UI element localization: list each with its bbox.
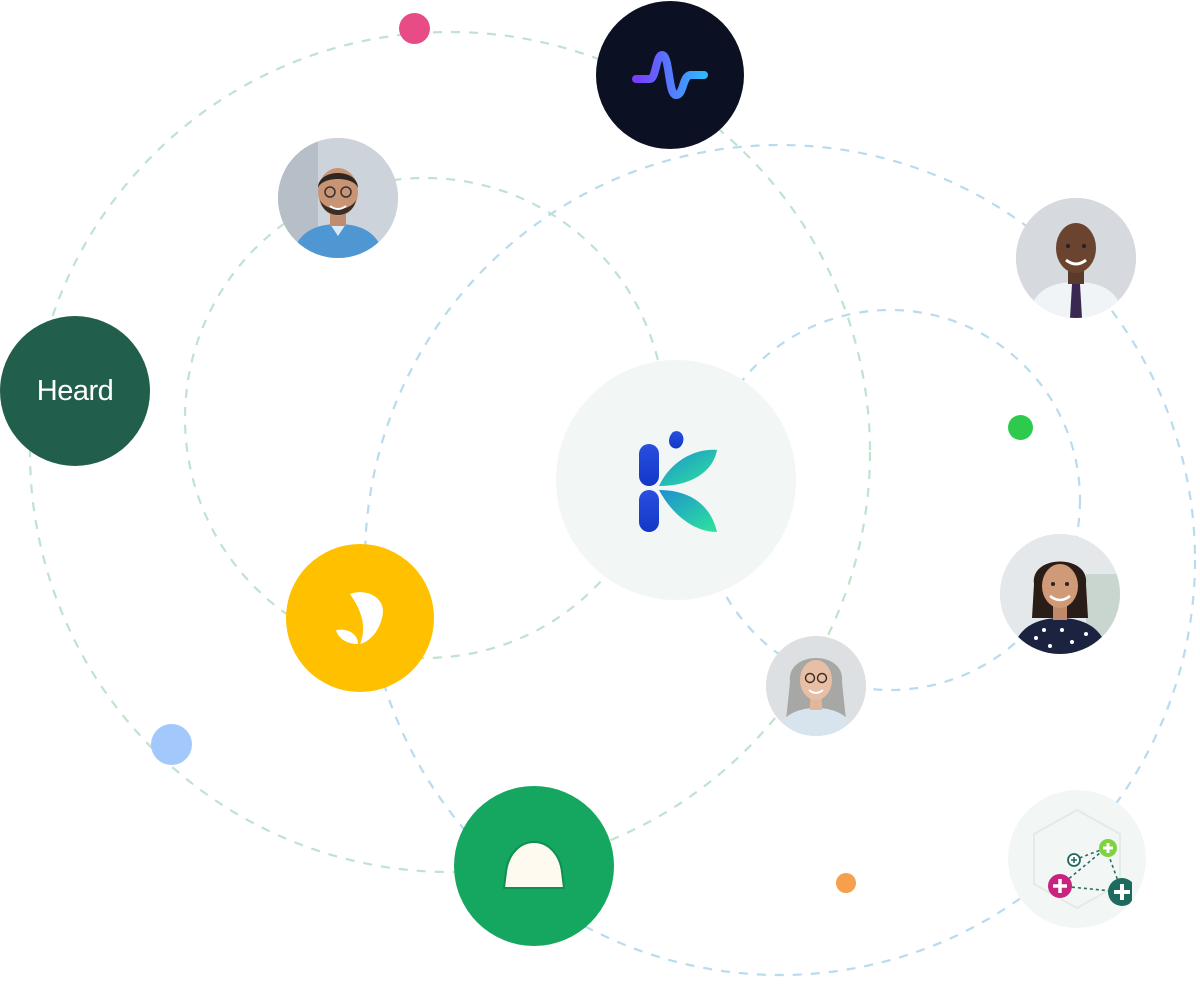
- person-woman-gray-hair-avatar: [766, 636, 866, 736]
- pink-dot: [399, 13, 430, 44]
- heard-wordmark: Heard: [36, 374, 114, 407]
- orange-dot: [836, 873, 856, 893]
- green-app-logo: [454, 786, 614, 946]
- heard-logo: Heard: [0, 316, 150, 466]
- yellow-app-logo: [286, 544, 434, 692]
- woman-gray-hair-portrait: [766, 636, 866, 736]
- man-suit-portrait: [1016, 198, 1136, 318]
- medical-network-logo: [1008, 790, 1146, 928]
- pulse-app-logo: [596, 1, 744, 149]
- woman-polka-dot-portrait: [1000, 534, 1120, 654]
- green-dot: [1008, 415, 1033, 440]
- person-woman-polka-dot-avatar: [1000, 534, 1120, 654]
- orbit-outer-left: [28, 30, 872, 874]
- center-logo-circle: [556, 360, 796, 600]
- blue-dot: [151, 724, 192, 765]
- person-man-suit-avatar: [1016, 198, 1136, 318]
- person-man-blue-shirt-avatar: [278, 138, 398, 258]
- pulse-wave-icon: [632, 51, 708, 99]
- medical-network-icon: [1033, 808, 1132, 910]
- half-sun-icon: [502, 840, 566, 889]
- k-brand-logo: [639, 431, 717, 532]
- man-blue-shirt-portrait: [278, 138, 398, 258]
- leaf-petal-icon: [336, 592, 383, 644]
